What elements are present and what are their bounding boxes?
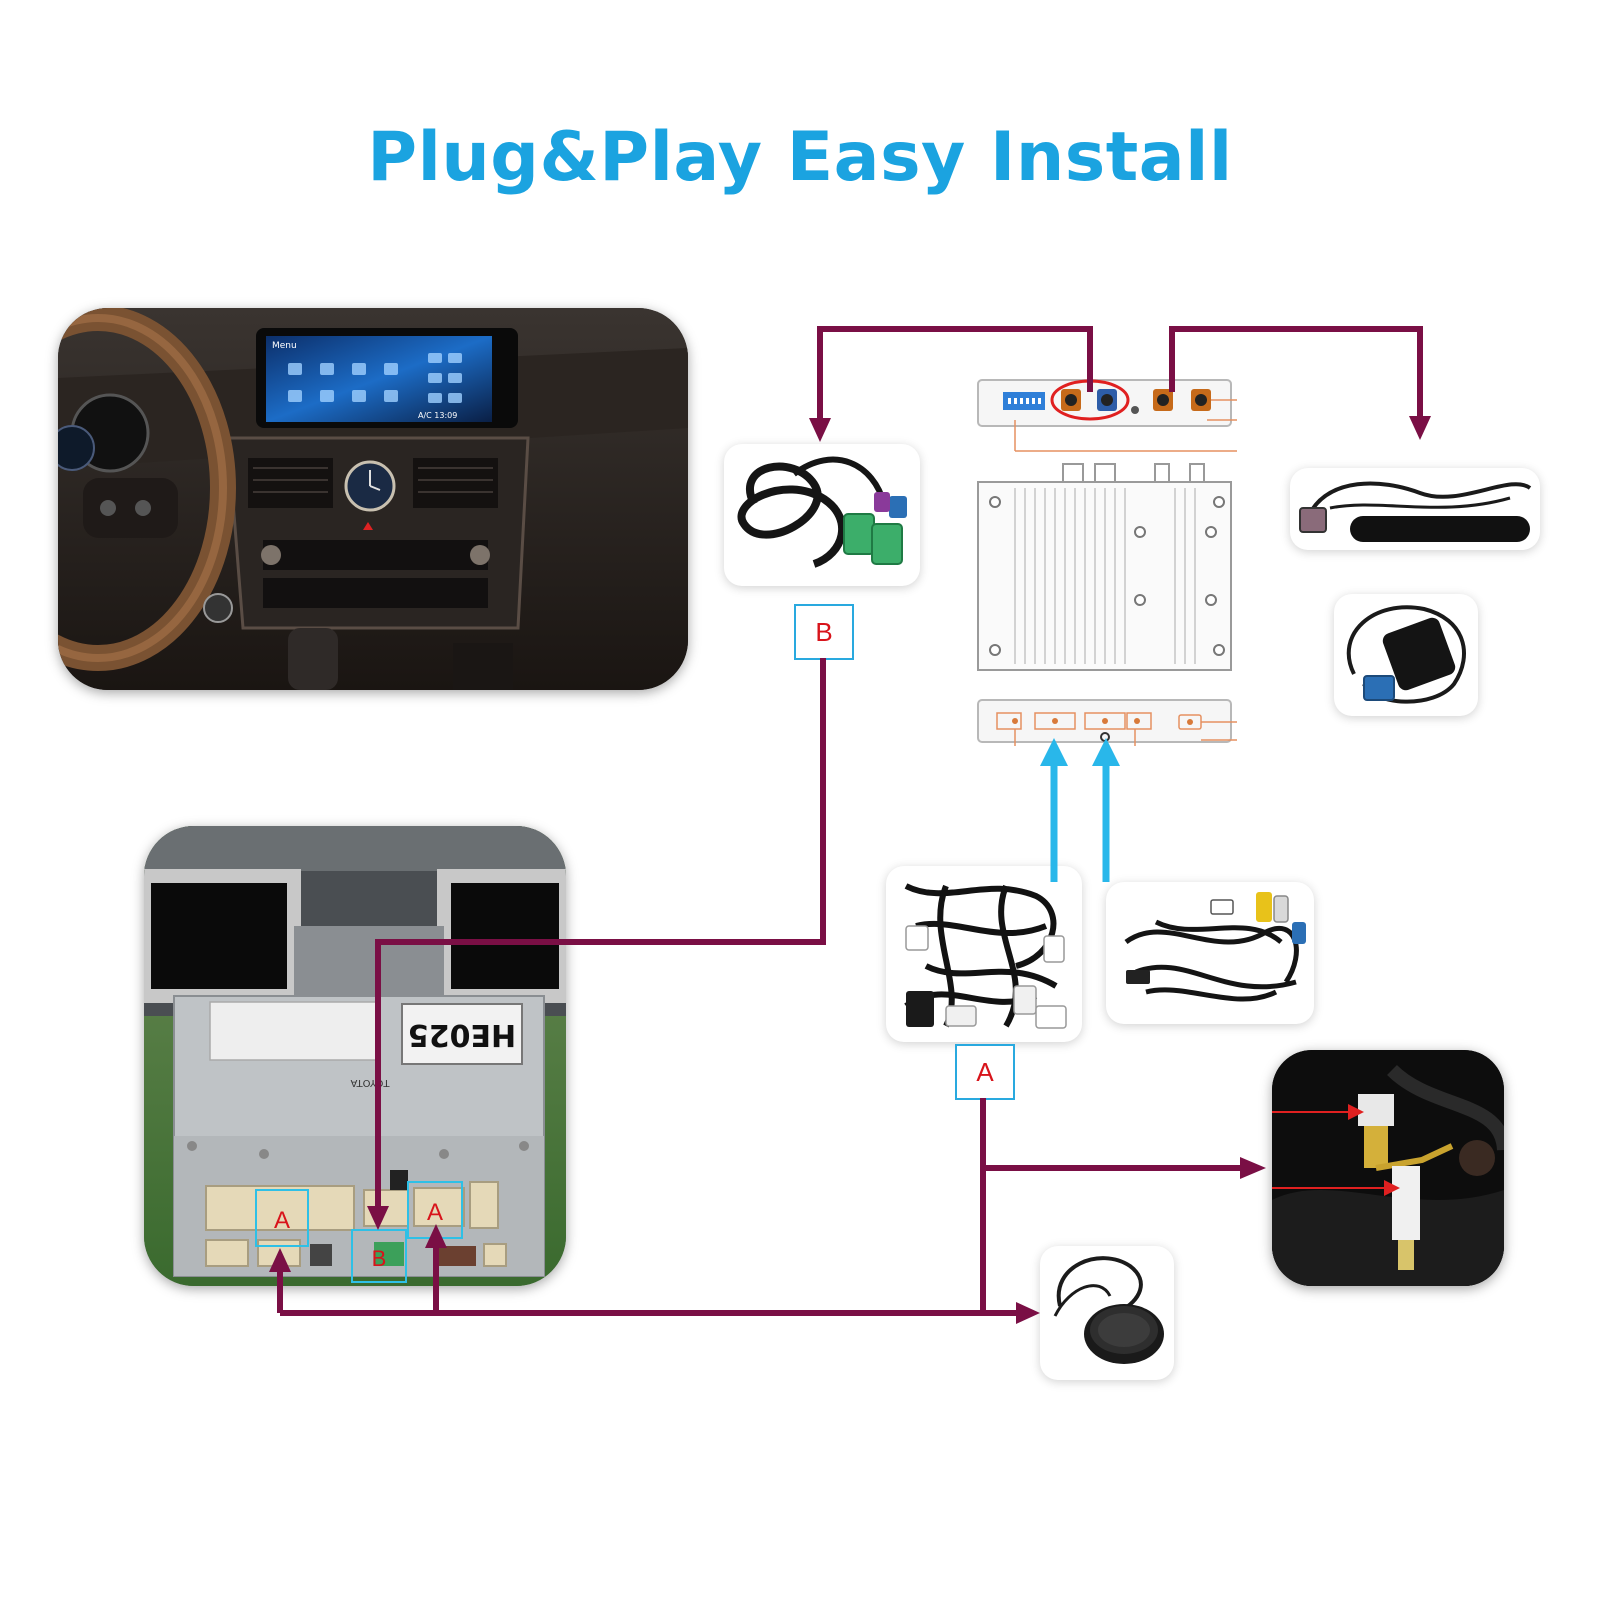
head-unit-illustration: HE025 TOYOTA A A B: [144, 826, 566, 1286]
microphone-illustration: [1053, 1256, 1164, 1364]
arrowhead-mic: [1016, 1302, 1040, 1324]
unit-label-a1: A: [274, 1207, 290, 1234]
dashboard-illustration: Menu A/C 13:09: [58, 308, 688, 690]
interface-box-image: [975, 376, 1240, 748]
dashboard-photo: Menu A/C 13:09: [58, 308, 688, 690]
connector-closeup-illustration: [1272, 1050, 1504, 1286]
lvds-harness-image: [724, 444, 920, 586]
connector-closeup-photo: [1272, 1050, 1504, 1286]
lvds-harness-illustration: [737, 456, 907, 568]
unit-brand-text: TOYOTA: [350, 1077, 390, 1088]
microphone-image: [1040, 1246, 1174, 1380]
unit-label-a2: A: [427, 1199, 443, 1226]
screen-ac-text: A/C 13:09: [418, 411, 457, 420]
fakra-antenna-illustration: [1299, 481, 1532, 542]
arrowhead-lvds: [809, 418, 831, 442]
unit-model-text: HE025: [408, 1017, 516, 1052]
fakra-antenna-image: [1290, 468, 1540, 550]
unit-label-b: B: [372, 1246, 387, 1271]
interface-box-illustration: [977, 379, 1237, 746]
av-usb-cable-illustration: [1124, 892, 1306, 1002]
power-harness-image: [886, 866, 1082, 1042]
gps-antenna-illustration: [1346, 605, 1466, 704]
harness-tag-b: B: [794, 604, 854, 660]
head-unit-photo: HE025 TOYOTA A A B: [144, 826, 566, 1286]
arrowhead-antenna: [1409, 416, 1431, 440]
av-usb-cable-image: [1106, 882, 1314, 1024]
power-harness-illustration: [904, 883, 1067, 1029]
arrowhead-connector: [1240, 1157, 1266, 1179]
page-title: Plug&Play Easy Install: [367, 118, 1233, 197]
harness-tag-a: A: [955, 1044, 1015, 1100]
gps-antenna-image: [1334, 594, 1478, 716]
screen-menu-text: Menu: [272, 341, 297, 351]
